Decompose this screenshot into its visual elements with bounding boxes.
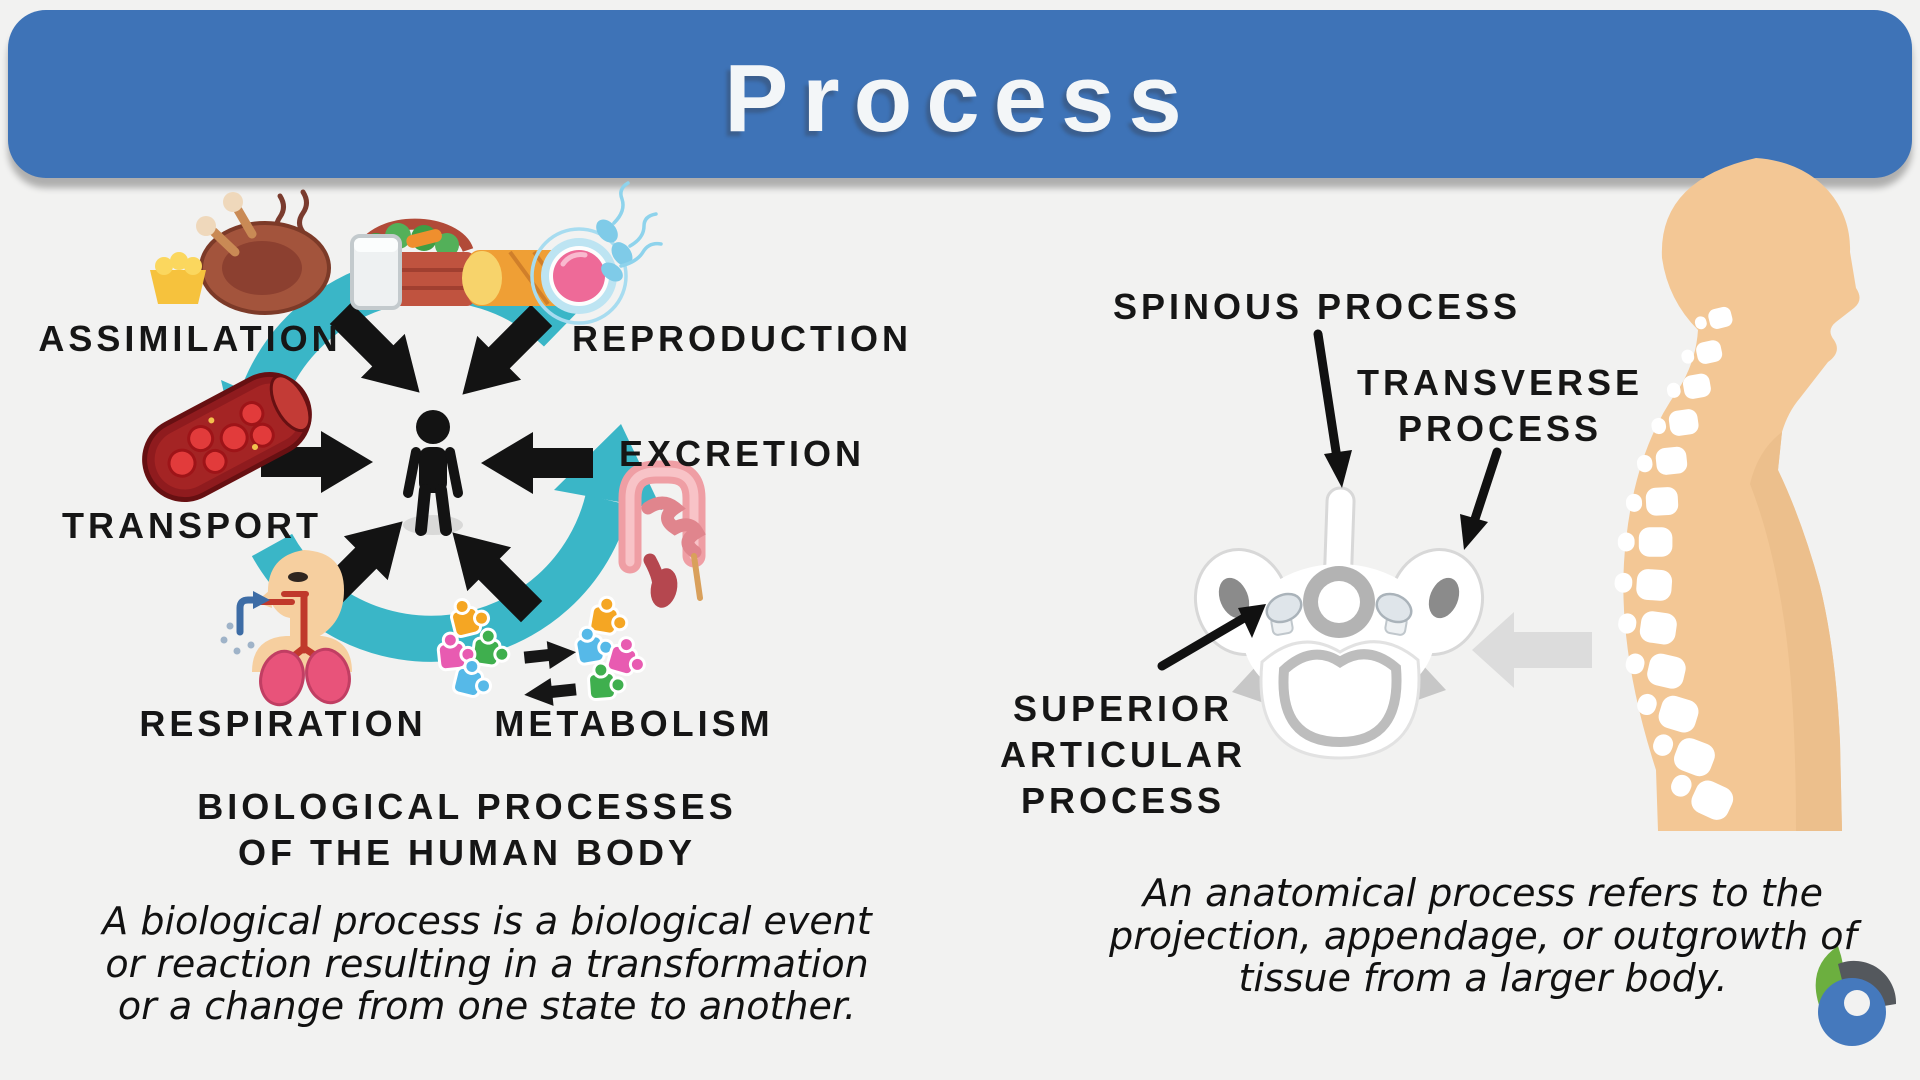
- gray-pointer-arrow: [1472, 612, 1592, 688]
- label-metabolism: METABOLISM: [494, 703, 774, 744]
- biologyonline-logo: [1815, 946, 1897, 1046]
- biological-definition: A biological process is a biological eve…: [102, 900, 872, 1028]
- label-transverse-process: TRANSVERSE PROCESS: [1357, 360, 1643, 452]
- label-excretion: EXCRETION: [618, 433, 866, 474]
- definition-line-3: or a change from one state to another.: [117, 984, 857, 1029]
- label-respiration: RESPIRATION: [139, 703, 427, 744]
- vertebra-diagram: [1193, 486, 1485, 760]
- caption-line-1: BIOLOGICAL PROCESSES: [197, 786, 737, 827]
- puzzle-metabolism-icon: [436, 595, 646, 706]
- human-figure-icon: [403, 410, 463, 536]
- anat-definition-line-3: tissue from a larger body.: [1238, 956, 1728, 1001]
- spinous-arrow: [1313, 329, 1352, 488]
- caption-line-2: OF THE HUMAN BODY: [238, 832, 696, 874]
- anatomical-definition: An anatomical process refers to the proj…: [1109, 872, 1857, 1000]
- respiratory-system-icon: [220, 550, 352, 707]
- header-banner: Process: [8, 10, 1912, 178]
- superior-articular-arrow: [1157, 604, 1266, 671]
- egg-sperm-icon: [530, 181, 663, 325]
- label-assimilation: ASSIMILATION: [38, 318, 342, 359]
- caption-biological-processes: BIOLOGICAL PROCESSES OF THE HUMAN BODY: [197, 784, 736, 876]
- superior-line-3: PROCESS: [1020, 780, 1226, 822]
- label-transport: TRANSPORT: [62, 505, 322, 546]
- label-superior-articular-process: SUPERIOR ARTICULAR PROCESS: [1000, 686, 1246, 824]
- transverse-arrow: [1460, 447, 1502, 550]
- page-title: Process: [724, 45, 1196, 152]
- superior-line-1: SUPERIOR: [1012, 688, 1234, 729]
- transverse-line-2: PROCESS: [1397, 408, 1603, 450]
- food-assimilation-icon: [150, 189, 586, 315]
- anat-definition-line-1: An anatomical process refers to the: [1142, 871, 1824, 915]
- label-reproduction: REPRODUCTION: [571, 318, 913, 359]
- blood-vessel-icon: [142, 371, 312, 503]
- transverse-line-1: TRANSVERSE: [1356, 362, 1644, 403]
- intestine-icon: [618, 460, 706, 608]
- superior-line-2: ARTICULAR: [1000, 734, 1246, 776]
- anat-definition-line-2: projection, appendage, or outgrowth of: [1109, 913, 1857, 958]
- torso-spine-illustration: [1614, 158, 1860, 831]
- definition-line-1: A biological process is a biological eve…: [102, 899, 872, 943]
- label-spinous-process: SPINOUS PROCESS: [1112, 286, 1522, 327]
- definition-line-2: or reaction resulting in a transformatio…: [105, 941, 869, 986]
